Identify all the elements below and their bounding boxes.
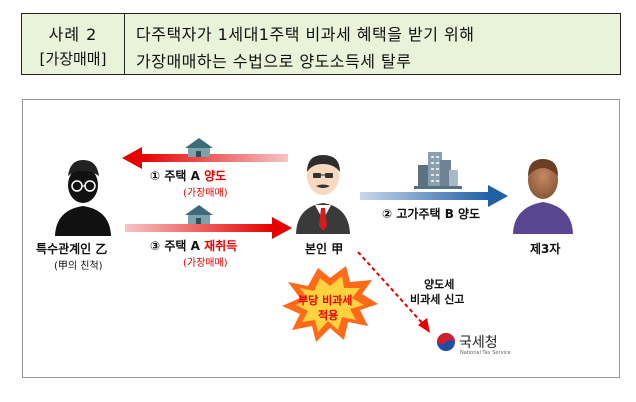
arrow-3-text: 주택 A xyxy=(164,239,205,253)
arrow-2-number: ② xyxy=(382,207,393,221)
arrow-3-reacquire xyxy=(125,217,292,239)
nts-subtitle: National Tax Service xyxy=(460,350,511,356)
burst-text-line1: 부당 비과세 xyxy=(298,294,353,307)
arrow-2-sale xyxy=(360,185,508,207)
case-header: 사례 2 [가장매매] 다주택자가 1세대1주택 비과세 혜택을 받기 위해 가… xyxy=(21,13,621,75)
related-party-person-icon xyxy=(55,160,111,236)
case-label: 사례 2 xyxy=(48,25,98,44)
arrow-1-text: 주택 A xyxy=(164,169,205,183)
related-party-name: 특수관계인 乙 xyxy=(36,242,108,256)
case-description: 다주택자가 1세대1주택 비과세 혜택을 받기 위해 가장매매하는 수법으로 양… xyxy=(136,14,616,74)
house-a-icon-top xyxy=(185,138,213,157)
third-party-person-icon xyxy=(513,159,573,234)
case-description-line2: 가장매매하는 수법으로 양도소득세 탈루 xyxy=(136,52,412,71)
arrow-1-label: ① 주택 A 양도 xyxy=(150,167,226,184)
report-dashed-arrow xyxy=(357,251,430,333)
nts-logo-icon xyxy=(437,333,455,351)
house-a-icon-bottom xyxy=(185,205,213,224)
arrow-3-tag: (가장매매) xyxy=(183,258,228,269)
report-text-line2: 비과세 신고 xyxy=(410,293,465,306)
nts-name: 국세청 xyxy=(459,335,498,351)
arrow-2-label: ② 고가주택 B 양도 xyxy=(382,205,480,222)
related-party-note: (甲의 친척) xyxy=(54,261,103,272)
luxury-building-icon xyxy=(414,152,462,189)
arrow-3-number: ③ xyxy=(150,239,161,253)
report-text-line1: 양도세 xyxy=(424,278,455,291)
arrow-3-label: ③ 주택 A 재취득 xyxy=(150,237,237,254)
arrow-1-highlight: 양도 xyxy=(204,169,227,183)
arrow-1-number: ① xyxy=(150,169,161,183)
third-party-name: 제3자 xyxy=(530,242,561,256)
case-label-cell: 사례 2 [가장매매] xyxy=(22,14,125,74)
arrow-3-highlight: 재취득 xyxy=(204,239,238,253)
case-description-line1: 다주택자가 1세대1주택 비과세 혜택을 받기 위해 xyxy=(136,25,475,44)
case-tag: [가장매매] xyxy=(39,50,107,68)
arrow-2-text: 고가주택 B 양도 xyxy=(396,207,481,221)
self-name: 본인 甲 xyxy=(305,242,344,256)
arrow-1-tag: (가장매매) xyxy=(183,188,228,199)
self-person-icon xyxy=(296,155,350,234)
burst-text-line2: 적용 xyxy=(318,309,339,322)
arrow-1-transfer xyxy=(122,147,288,169)
improper-exemption-burst xyxy=(282,266,378,342)
